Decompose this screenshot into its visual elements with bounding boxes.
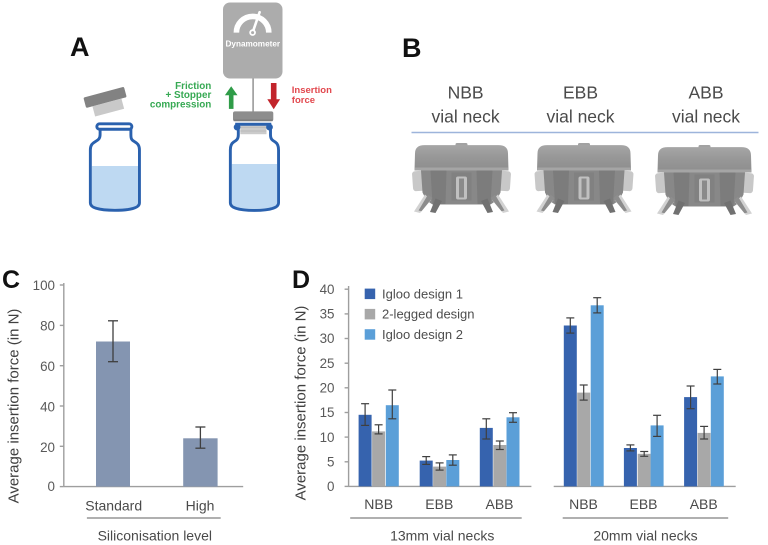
svg-text:2-legged design: 2-legged design: [382, 307, 475, 322]
svg-text:Siliconisation level: Siliconisation level: [98, 528, 212, 544]
svg-text:vial neck: vial neck: [672, 106, 740, 126]
svg-text:Igloo design 1: Igloo design 1: [382, 286, 463, 301]
svg-text:ABB: ABB: [485, 496, 513, 512]
svg-text:Insertion: Insertion: [292, 85, 332, 96]
svg-text:Friction: Friction: [175, 81, 211, 92]
svg-text:C: C: [2, 266, 20, 294]
svg-text:ABB: ABB: [690, 496, 718, 512]
svg-text:5: 5: [327, 454, 334, 469]
svg-text:35: 35: [320, 307, 335, 322]
svg-text:40: 40: [320, 282, 335, 297]
svg-text:Dynamometer: Dynamometer: [225, 39, 280, 48]
svg-text:compression: compression: [150, 100, 211, 111]
svg-text:60: 60: [40, 359, 55, 374]
svg-text:13mm vial necks: 13mm vial necks: [390, 528, 494, 544]
svg-text:20: 20: [40, 440, 55, 455]
svg-text:Igloo design 2: Igloo design 2: [382, 327, 463, 342]
svg-text:NBB: NBB: [364, 496, 393, 512]
svg-text:0: 0: [327, 479, 334, 494]
svg-text:10: 10: [320, 430, 335, 445]
svg-text:A: A: [70, 32, 90, 62]
svg-text:vial neck: vial neck: [432, 106, 500, 126]
svg-text:High: High: [186, 497, 215, 513]
svg-text:B: B: [402, 33, 422, 63]
svg-text:NBB: NBB: [448, 82, 484, 102]
svg-text:25: 25: [320, 356, 335, 371]
svg-text:80: 80: [40, 318, 55, 333]
svg-text:Average insertion force (in N): Average insertion force (in N): [293, 306, 310, 501]
svg-text:Average insertion force (in N): Average insertion force (in N): [6, 309, 23, 504]
svg-text:EBB: EBB: [563, 82, 598, 102]
svg-text:EBB: EBB: [629, 496, 657, 512]
svg-text:40: 40: [40, 400, 55, 415]
svg-text:0: 0: [48, 479, 55, 494]
svg-text:20: 20: [320, 381, 335, 396]
svg-text:ABB: ABB: [688, 82, 723, 102]
svg-text:NBB: NBB: [569, 496, 598, 512]
svg-text:Standard: Standard: [85, 497, 142, 513]
svg-text:15: 15: [320, 405, 335, 420]
svg-text:+ Stopper: + Stopper: [165, 90, 211, 101]
svg-text:vial neck: vial neck: [546, 106, 614, 126]
svg-text:D: D: [292, 266, 310, 294]
svg-text:30: 30: [320, 331, 335, 346]
svg-text:force: force: [292, 95, 315, 106]
svg-text:20mm vial necks: 20mm vial necks: [593, 528, 697, 544]
svg-text:EBB: EBB: [425, 496, 453, 512]
svg-text:100: 100: [33, 278, 55, 293]
